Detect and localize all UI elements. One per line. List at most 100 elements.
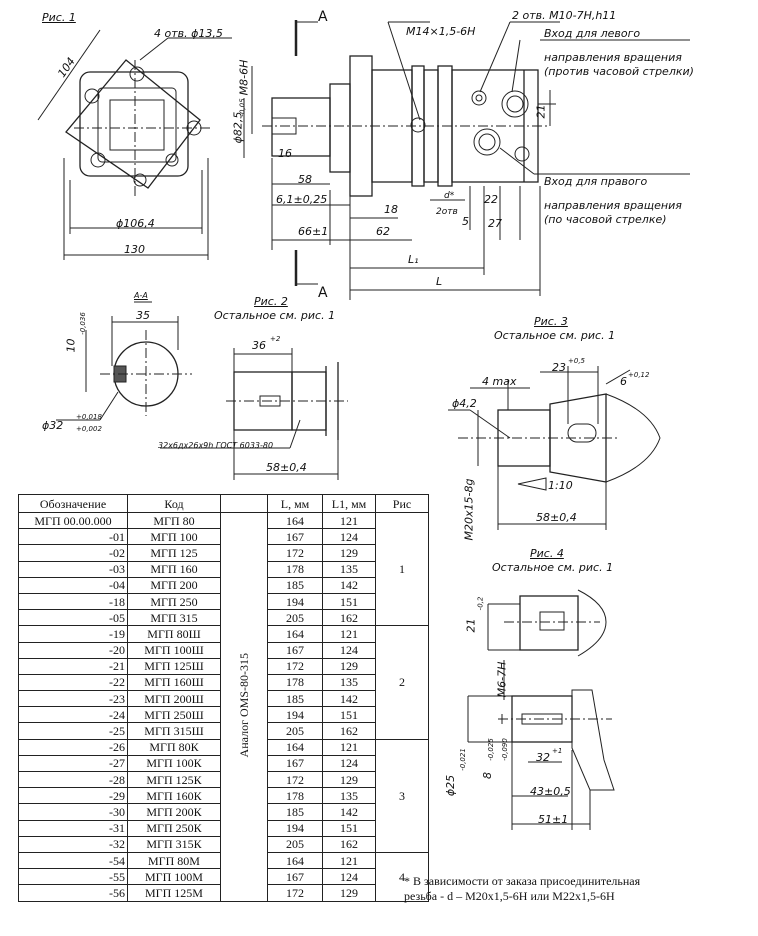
fig3-dim-23-tol: +0,5 xyxy=(568,357,585,365)
cell-code: МГП 315 xyxy=(127,609,221,627)
cell-l1: 151 xyxy=(322,592,376,611)
dim-d-star: d* xyxy=(444,191,455,201)
left-inlet: Вход для левого xyxy=(544,27,641,40)
cell-designation: -31 xyxy=(18,819,128,837)
fig4-dim-43: 43±0,5 xyxy=(530,785,571,798)
fig3-dim-58: 58±0,4 xyxy=(536,511,577,524)
cell-code: МГП 160Ш xyxy=(127,673,221,692)
cell-fig-group: 1 xyxy=(375,511,429,627)
cell-l: 178 xyxy=(267,560,323,578)
dim-106: ϕ106,4 xyxy=(116,217,155,230)
fig2-dim-36-tol: +2 xyxy=(270,335,281,343)
cell-l1: 135 xyxy=(322,673,376,692)
fig2-title: Рис. 2 xyxy=(254,295,288,308)
cell-l: 205 xyxy=(267,722,323,740)
cell-code: МГП 125К xyxy=(127,770,221,789)
two-holes: 2отв xyxy=(436,207,458,217)
cell-l1: 135 xyxy=(322,787,376,805)
cell-designation: -56 xyxy=(18,884,128,902)
dim-130: 130 xyxy=(124,243,145,256)
analog-label: Аналог OMS-80-315 xyxy=(237,653,251,758)
cell-code: МГП 250Ш xyxy=(127,706,221,724)
dim-82-tol: -0,05 xyxy=(238,98,247,117)
cell-designation: -55 xyxy=(18,868,128,886)
analog-cell: Аналог OMS-80-315 xyxy=(220,512,268,902)
fig2-dim-36: 36 xyxy=(252,339,266,352)
dim-16: 16 xyxy=(278,147,292,160)
section-mark-bottom: А xyxy=(318,285,328,301)
cell-l: 185 xyxy=(267,803,323,821)
cell-l: 194 xyxy=(267,592,323,611)
cell-code: МГП 315Ш xyxy=(127,722,221,740)
cell-code: МГП 80 xyxy=(127,511,221,530)
fig4-dim-8-tol1: -0,025 xyxy=(486,738,495,761)
section-cut-marks xyxy=(294,20,318,286)
cell-l1: 162 xyxy=(322,835,376,853)
fig4-shaft xyxy=(498,689,615,791)
cell-l1: 121 xyxy=(322,851,376,870)
cell-designation: -05 xyxy=(18,609,128,627)
section-aa xyxy=(56,301,192,421)
header-code: Код xyxy=(127,494,221,513)
cell-l: 167 xyxy=(267,868,323,886)
cell-l1: 121 xyxy=(322,625,376,643)
fig4-dim-32: 32 xyxy=(536,751,550,764)
fig2-subtitle: Остальное см. рис. 1 xyxy=(214,309,336,322)
cell-l1: 129 xyxy=(322,657,376,675)
holes2-label: 2 отв. М10-7Н,h11 xyxy=(512,9,617,22)
cell-code: МГП 100 xyxy=(127,528,221,546)
cell-designation: -22 xyxy=(18,673,128,692)
cell-l: 205 xyxy=(267,609,323,627)
spec-table: Обозначение Код L, мм L1, мм Рис МГП 00.… xyxy=(18,494,429,902)
cell-code: МГП 200 xyxy=(127,576,221,594)
cell-designation: -03 xyxy=(18,560,128,578)
footnote-line-2: резьба - d – М20х1,5-6Н или М22х1,5-6Н xyxy=(404,889,615,903)
cell-code: МГП 80М xyxy=(127,851,221,870)
cell-designation: -04 xyxy=(18,576,128,594)
cell-l: 167 xyxy=(267,754,323,773)
cell-code: МГП 200Ш xyxy=(127,690,221,708)
fig3-max4: 4 max xyxy=(482,375,517,388)
fig4-title: Рис. 4 xyxy=(530,547,564,560)
dim-27: 27 xyxy=(488,217,502,230)
fig3-dim-4-2: ϕ4,2 xyxy=(452,397,477,410)
cell-designation: -30 xyxy=(18,803,128,821)
cell-l1: 142 xyxy=(322,803,376,821)
cell-designation: -26 xyxy=(18,738,128,756)
fig4-dim-51: 51±1 xyxy=(538,813,569,826)
side-view-dimensions xyxy=(243,21,690,300)
fig4-dim-32-tol: +1 xyxy=(552,747,563,755)
header-l: L, мм xyxy=(267,494,323,513)
fig3-dimensions xyxy=(448,366,631,530)
cell-code: МГП 100Ш xyxy=(127,641,221,659)
cell-l: 172 xyxy=(267,884,323,902)
cell-l1: 129 xyxy=(322,884,376,902)
cell-designation: -02 xyxy=(18,544,128,562)
dim-58: 58 xyxy=(298,173,312,186)
left-direction: направления вращения xyxy=(544,51,682,64)
fig3-thread: М20х15-8g xyxy=(462,478,476,541)
cell-l: 185 xyxy=(267,576,323,594)
cell-l1: 124 xyxy=(322,754,376,773)
dim-18: 18 xyxy=(384,203,398,216)
fig3-dim-6: 6 xyxy=(620,375,627,388)
cell-fig-group: 2 xyxy=(375,625,429,740)
dim-l: L xyxy=(436,275,443,288)
table-header: Обозначение Код L, мм L1, мм Рис xyxy=(18,494,429,513)
aa-dim-10-tol: -0,036 xyxy=(78,312,87,335)
cell-designation: -21 xyxy=(18,657,128,675)
flange-dimensions xyxy=(37,29,232,260)
cell-l1: 151 xyxy=(322,706,376,724)
cell-l1: 162 xyxy=(322,722,376,740)
cell-designation: -32 xyxy=(18,835,128,853)
dim-22: 22 xyxy=(484,193,498,206)
